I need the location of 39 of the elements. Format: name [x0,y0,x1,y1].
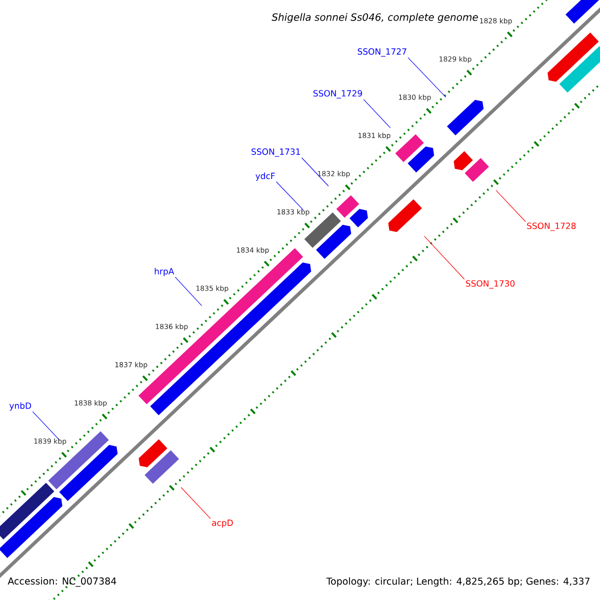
gene-segment [548,32,599,82]
gene-segment [150,262,312,416]
leader-line [301,157,329,186]
gene-segment [0,497,62,558]
accession-text: Accession: NC_007384 [8,577,116,587]
gene-block [336,195,360,218]
leader-line [180,487,211,519]
gene-segment [316,224,352,259]
title: Shigella sonnei Ss046, complete genome [272,13,478,23]
gene-label: hrpA [154,268,174,276]
leader-line [174,276,202,306]
gene-segment [454,151,473,170]
leader-line [276,181,304,210]
gene-segment [59,444,118,502]
gene-block [464,158,489,182]
leader-line [363,99,391,128]
gene-segment [349,208,368,228]
gene-label: acpD [212,520,233,528]
leader-line [408,57,446,98]
gene-segment [138,439,168,468]
leader-line [424,236,465,280]
gene-block [559,46,600,93]
gene-label: SSON_1727 [358,48,406,57]
gene-segment [446,100,484,136]
gene-segment [566,0,600,24]
gene-segment [408,146,434,172]
gene-label: SSON_1729 [313,90,362,98]
gene-label: SSON_1731 [252,148,300,157]
gene-label: ynbD [9,402,32,411]
leader-line [496,190,526,222]
genome-info-text: Topology: circular; Length: 4,825,265 bp; Genes: 4,337 [326,577,590,587]
gene-segment [388,199,422,232]
gene-block [0,482,54,540]
leader-line [32,411,60,440]
gene-label: SSON_1730 [466,280,515,289]
gene-label: SSON_1728 [527,222,576,231]
gene-label: ydcF [256,172,275,181]
gene-block [144,450,180,484]
gene-block [395,134,424,162]
